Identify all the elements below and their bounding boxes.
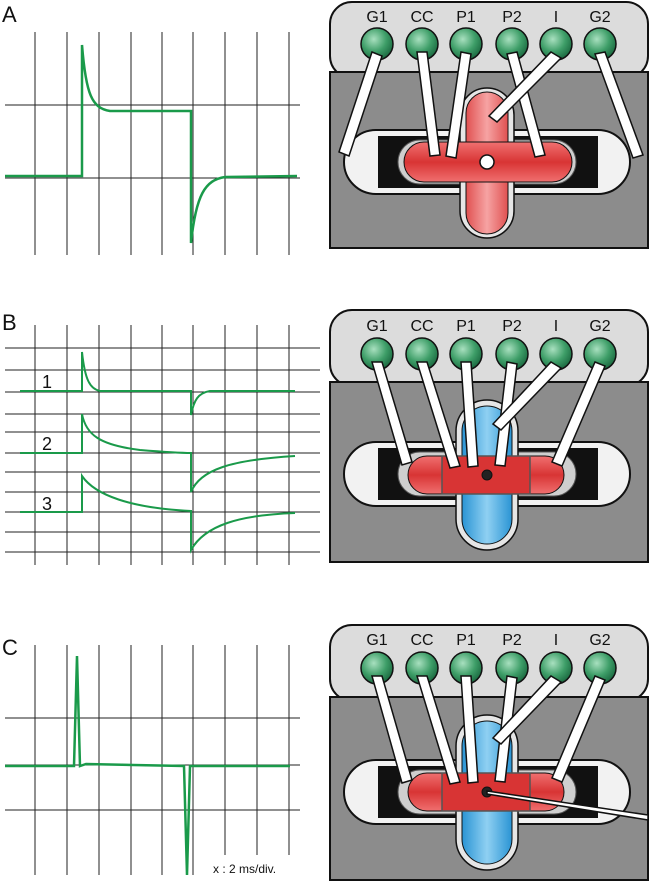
wire-p1	[460, 675, 479, 784]
current-trace-1	[20, 351, 295, 416]
external-electrode	[486, 790, 649, 821]
pin-label-p1: P1	[456, 9, 476, 26]
amplifier-diagram-a: G1 CC P1 P2 I G2	[329, 1, 649, 249]
wire-cc	[415, 675, 461, 785]
time-scale-label: x : 2 ms/div.	[213, 862, 276, 876]
wire-p1	[445, 51, 472, 159]
current-trace-3	[20, 472, 296, 554]
amplifier-diagram-b: G1 CC P1 P2 I G2	[329, 309, 649, 563]
wire-cc	[416, 51, 441, 157]
panel-letter: B	[2, 310, 17, 335]
wire-p2	[506, 51, 546, 158]
wire-g2	[551, 675, 606, 783]
pin-label-p2: P2	[502, 632, 522, 649]
panel-letter: A	[2, 2, 17, 27]
electrode-tip-icon	[481, 469, 493, 481]
wire-g2	[593, 51, 644, 159]
panel-b: B 1 2 3	[2, 310, 320, 565]
wire-cc	[415, 361, 461, 469]
trace-label-2: 2	[42, 434, 52, 454]
wire-i	[491, 361, 563, 431]
oscilloscope-grid	[5, 645, 300, 875]
panel-c: C x : 2 ms/div.	[2, 635, 305, 880]
pin-label-cc: CC	[410, 632, 433, 649]
wire-g1	[371, 675, 413, 784]
electrode-tip-icon	[479, 154, 495, 170]
pin-label-g1: G1	[366, 9, 387, 26]
pin-label-cc: CC	[410, 9, 433, 26]
pin-label-g1: G1	[366, 632, 387, 649]
scale-label-background	[205, 855, 305, 880]
panel-letter: C	[2, 635, 18, 660]
panel-a: A	[2, 2, 300, 255]
pin-label-i: I	[554, 632, 558, 649]
pin-label-p2: P2	[502, 318, 522, 335]
pin-label-g2: G2	[589, 318, 610, 335]
pin-label-i: I	[554, 9, 558, 26]
amplifier-diagram-c: G1 CC P1 P2 I G2	[329, 624, 649, 881]
wire-g1	[338, 51, 383, 157]
wire-p1	[460, 361, 479, 468]
trace-label-3: 3	[42, 494, 52, 514]
pin-label-g1: G1	[366, 318, 387, 335]
wire-i	[491, 675, 563, 745]
pin-label-i: I	[554, 318, 558, 335]
wire-i	[487, 51, 563, 123]
trace-label-1: 1	[42, 372, 52, 392]
oscilloscope-grid	[5, 325, 320, 565]
pin-label-g2: G2	[589, 9, 610, 26]
pin-label-p2: P2	[502, 9, 522, 26]
pin-label-cc: CC	[410, 318, 433, 335]
wire-g1	[371, 361, 413, 466]
current-trace	[5, 655, 290, 876]
current-trace-2	[20, 413, 296, 493]
pin-label-g2: G2	[589, 632, 610, 649]
oscilloscope-grid	[5, 32, 300, 255]
pin-label-p1: P1	[456, 318, 476, 335]
pin-label-p1: P1	[456, 632, 476, 649]
wire-g2	[551, 361, 606, 467]
current-trace	[5, 44, 298, 244]
